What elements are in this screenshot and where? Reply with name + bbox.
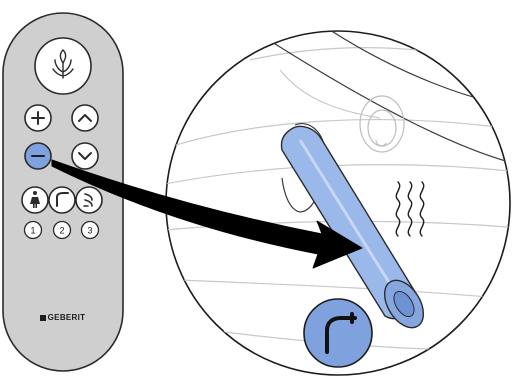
dryer-symbol-callout	[303, 298, 373, 368]
brand-text: GEBERIT	[47, 313, 86, 322]
dryer-icon	[56, 192, 69, 207]
pointer-arrow	[51, 159, 363, 269]
oscillating-spray-icon	[83, 193, 93, 207]
lady-wash-button[interactable]	[21, 186, 49, 214]
plus-button[interactable]	[24, 104, 52, 132]
spray-nozzle-icon	[359, 95, 405, 153]
preset-2-label: 2	[59, 226, 64, 236]
dryer-button[interactable]	[48, 186, 76, 214]
detail-circle	[165, 30, 511, 376]
warm-air-waves-icon	[395, 181, 425, 237]
plus-icon	[31, 111, 45, 125]
lady-shower-icon	[30, 191, 40, 208]
preset-3-button[interactable]: 3	[80, 220, 100, 240]
flower-button[interactable]	[34, 37, 92, 95]
flower-icon	[52, 49, 74, 79]
minus-button[interactable]	[24, 142, 52, 170]
down-button[interactable]	[71, 142, 99, 170]
remote-control: 1 2 3	[2, 12, 124, 372]
dryer-nozzle-icon	[280, 125, 425, 329]
oscillation-button[interactable]	[75, 186, 103, 214]
brand-mark	[39, 314, 46, 321]
brand-logo: GEBERIT	[0, 313, 125, 322]
preset-1-button[interactable]: 1	[23, 220, 43, 240]
preset-2-button[interactable]: 2	[52, 220, 72, 240]
chevron-down-icon	[78, 152, 92, 160]
chevron-up-icon	[78, 114, 92, 122]
preset-3-label: 3	[87, 226, 92, 236]
preset-1-label: 1	[30, 226, 35, 236]
hair-dryer-icon	[325, 312, 357, 354]
up-button[interactable]	[71, 104, 99, 132]
